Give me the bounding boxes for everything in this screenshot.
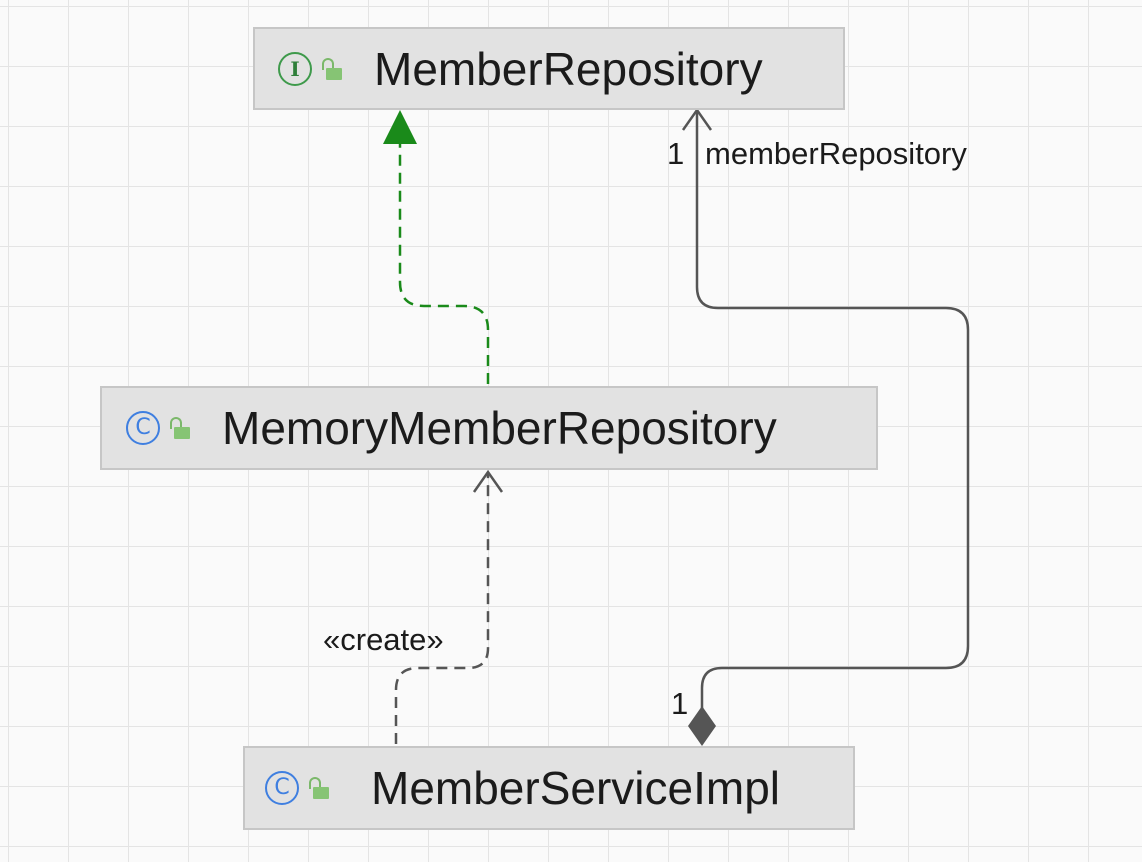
realization-arrowhead [383,110,417,144]
memory-member-repository-node[interactable]: C MemoryMemberRepository [100,386,878,470]
memory-member-repository-name: MemoryMemberRepository [222,402,777,454]
composition-arrowhead [681,107,713,131]
create-arrowhead [472,469,504,493]
member-service-impl-node[interactable]: C MemberServiceImpl [243,746,855,830]
member-repository-node[interactable]: I MemberRepository [253,27,845,110]
public-lock-icon [309,777,329,799]
composition-edge [695,112,970,708]
create-label: «create» [323,622,444,657]
class-icon: C [126,411,160,445]
create-edge [394,474,490,744]
member-repository-name: MemberRepository [374,42,763,95]
composition-role-label: memberRepository [705,136,967,171]
public-lock-icon [322,57,342,80]
member-service-impl-name: MemberServiceImpl [371,762,780,814]
interface-icon: I [278,51,312,86]
composition-diamond [688,706,716,746]
realization-edge [398,140,490,384]
public-lock-icon [170,417,190,439]
composition-source-multiplicity: 1 [671,686,689,721]
class-icon: C [265,771,299,805]
composition-target-multiplicity: 1 [667,136,685,171]
